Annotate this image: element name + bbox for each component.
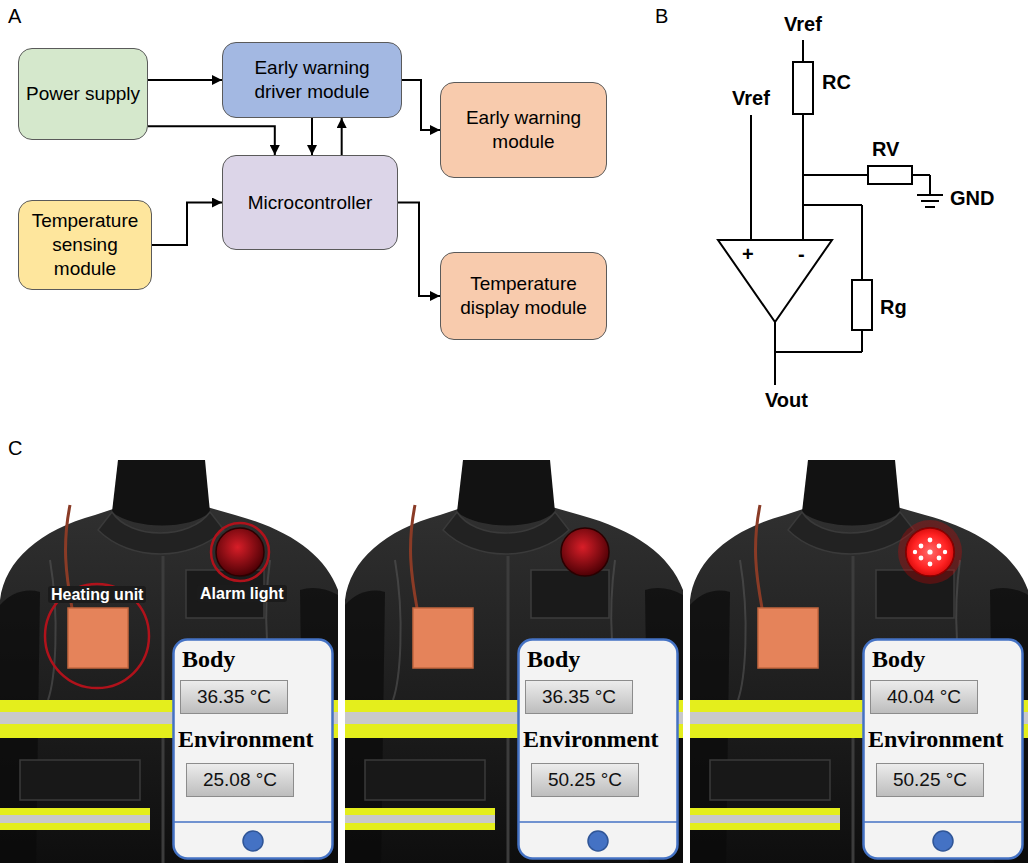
display-button bbox=[243, 831, 263, 851]
display-outline bbox=[174, 640, 333, 859]
lamp-glow bbox=[898, 520, 962, 584]
value-field: 40.04 °C bbox=[870, 680, 978, 714]
value-field: 50.25 °C bbox=[531, 763, 639, 797]
value-field: 36.35 °C bbox=[180, 680, 288, 714]
panel-letter: B bbox=[655, 4, 668, 28]
signal-arrow bbox=[148, 126, 275, 155]
box-label: Temperature display module bbox=[447, 272, 600, 320]
output-box: Early warning module bbox=[440, 82, 607, 178]
display-heading: Body bbox=[872, 646, 925, 674]
display-heading: Environment bbox=[523, 726, 659, 754]
signal-name: GND bbox=[950, 187, 994, 209]
display-heading: Body bbox=[182, 646, 235, 674]
value-text: 50.25 °C bbox=[548, 769, 622, 791]
pin-name: - bbox=[798, 243, 805, 265]
process-box: Early warning driver module bbox=[222, 42, 402, 118]
jacket-photo bbox=[345, 460, 683, 863]
signal-name: Vref bbox=[732, 87, 770, 109]
panel-letter: B bbox=[655, 5, 668, 27]
display-divider bbox=[174, 821, 332, 823]
panel-letter: A bbox=[8, 5, 21, 27]
resistor-symbol bbox=[793, 62, 813, 114]
jacket-photo bbox=[690, 460, 1028, 863]
signal-name: Vref bbox=[784, 13, 822, 35]
signal-arrow bbox=[152, 203, 222, 246]
display-divider bbox=[519, 821, 677, 823]
value-text: 25.08 °C bbox=[203, 769, 277, 791]
pin-name: - bbox=[798, 242, 805, 266]
component-name: RC bbox=[822, 70, 851, 94]
value-field: 36.35 °C bbox=[525, 680, 633, 714]
circuit-wires bbox=[751, 40, 930, 385]
ground-symbol bbox=[917, 195, 943, 207]
value-text: 40.04 °C bbox=[887, 686, 961, 708]
display-button bbox=[933, 831, 953, 851]
process-box: Power supply bbox=[18, 48, 148, 140]
callout-label: Heating unit bbox=[48, 586, 146, 603]
signal-name: Vref bbox=[784, 12, 822, 36]
display-heading: Body bbox=[527, 646, 580, 674]
component-name: Rg bbox=[880, 295, 907, 319]
process-box: Microcontroller bbox=[222, 155, 398, 250]
display-heading: Environment bbox=[868, 726, 1004, 754]
resistor-symbol bbox=[852, 280, 872, 330]
input-box: Temperature sensing module bbox=[18, 200, 152, 290]
value-text: 36.35 °C bbox=[197, 686, 271, 708]
signal-arrow bbox=[402, 80, 440, 130]
box-label: Power supply bbox=[26, 82, 140, 106]
callout-label: Heating unit bbox=[48, 585, 146, 604]
signal-name: Vout bbox=[765, 389, 808, 411]
panel-letter: A bbox=[8, 4, 21, 28]
display-panel: BodyEnvironment 36.35 °C 25.08 °C bbox=[172, 638, 334, 860]
display-outline bbox=[864, 640, 1023, 859]
box-label: Early warning module bbox=[447, 106, 600, 154]
value-text: 50.25 °C bbox=[893, 769, 967, 791]
panel-letter: C bbox=[8, 437, 22, 459]
signal-arrow bbox=[341, 118, 343, 155]
display-outline bbox=[519, 640, 678, 859]
box-label: Temperature sensing module bbox=[25, 209, 145, 280]
signal-name: GND bbox=[950, 186, 994, 210]
component-name: Rg bbox=[880, 296, 907, 318]
resistor-symbol bbox=[868, 166, 912, 184]
signal-name: Vout bbox=[765, 388, 808, 412]
led-dots bbox=[913, 538, 947, 567]
display-panel: BodyEnvironment 36.35 °C 50.25 °C bbox=[517, 638, 679, 860]
value-field: 25.08 °C bbox=[186, 763, 294, 797]
callout-label: Alarm light bbox=[197, 585, 287, 602]
value-field: 50.25 °C bbox=[876, 763, 984, 797]
signal-name: Vref bbox=[732, 86, 770, 110]
component-name: RV bbox=[872, 138, 899, 160]
display-heading: Environment bbox=[178, 726, 314, 754]
pin-name: + bbox=[742, 242, 754, 266]
opamp-symbol bbox=[718, 240, 832, 322]
signal-arrow bbox=[398, 203, 440, 297]
highlight-circle bbox=[211, 523, 269, 581]
component-name: RV bbox=[872, 137, 899, 161]
box-label: Early warning driver module bbox=[229, 56, 395, 104]
component-name: RC bbox=[822, 71, 851, 93]
pin-name: + bbox=[742, 243, 754, 265]
alarm-lamp-on bbox=[906, 528, 954, 576]
box-label: Microcontroller bbox=[248, 191, 373, 215]
highlight-circle bbox=[45, 584, 149, 688]
panel-letter: C bbox=[8, 436, 22, 460]
jacket-photo bbox=[0, 460, 338, 863]
display-divider bbox=[864, 821, 1022, 823]
callout-label: Alarm light bbox=[197, 584, 287, 603]
display-button bbox=[588, 831, 608, 851]
signal-arrow bbox=[148, 79, 222, 81]
output-box: Temperature display module bbox=[440, 252, 607, 340]
display-panel: BodyEnvironment 40.04 °C 50.25 °C bbox=[862, 638, 1024, 860]
value-text: 36.35 °C bbox=[542, 686, 616, 708]
signal-arrow bbox=[311, 118, 313, 155]
